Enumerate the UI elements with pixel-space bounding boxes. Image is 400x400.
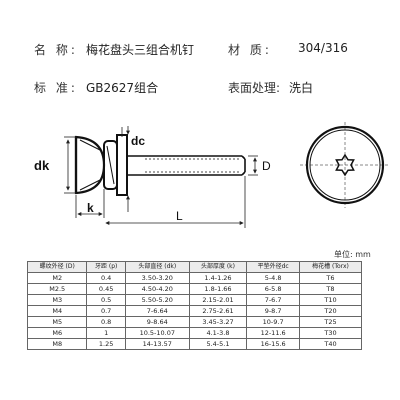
table-cell: 1: [86, 327, 126, 339]
table-cell: 4.1-3.8: [188, 327, 248, 339]
column-header: 螺纹外径 (D): [26, 261, 88, 273]
table-cell: 2.15-2.01: [188, 294, 248, 306]
table-cell: 16-15.6: [246, 338, 300, 350]
table-cell: 0.5: [86, 294, 126, 306]
table-cell: T6: [298, 272, 363, 284]
table-cell: 5.4-5.1: [188, 338, 248, 350]
table-cell: M2: [26, 272, 88, 284]
table-cell: 1.4-1.26: [188, 272, 248, 284]
head-shading-line: [79, 179, 101, 191]
spring-washer-split: [106, 145, 115, 185]
column-header: 梅花槽 (Torx): [298, 261, 363, 273]
table-cell: 0.4: [86, 272, 126, 284]
flat-washer: [116, 134, 128, 196]
table-cell: 7-6.7: [246, 294, 300, 306]
table-cell: M2.5: [26, 283, 88, 295]
info-row-name-material: 名 称: 梅花盘头三组合机钉 材 质: 304/316: [0, 41, 400, 61]
table-cell: M8: [26, 338, 88, 350]
screw-side-view: [74, 134, 246, 196]
table-cell: M6: [26, 327, 88, 339]
table-cell: M3: [26, 294, 88, 306]
table-cell: 5-4.8: [246, 272, 300, 284]
label-dk: dk: [34, 158, 50, 173]
table-cell: 2.75-2.61: [188, 305, 248, 317]
label-l: L: [176, 209, 183, 223]
table-cell: 1.25: [86, 338, 126, 350]
name-label: 名 称:: [34, 43, 78, 57]
table-cell: T40: [298, 338, 363, 350]
table-cell: 1.8-1.66: [188, 283, 248, 295]
head-shading-line: [79, 139, 101, 151]
column-header: 平垫外径dc: [246, 261, 300, 273]
column-header: 头部直径 (dk): [124, 261, 190, 273]
table-cell: 9-8.64: [124, 316, 190, 328]
unit-note: 单位: mm: [334, 250, 371, 259]
material-value: 304/316: [298, 41, 348, 55]
dimension-labels: dk dc D k L: [34, 134, 271, 223]
table-cell: T25: [298, 316, 363, 328]
table-cell: 10-9.7: [246, 316, 300, 328]
table-cell: T10: [298, 294, 363, 306]
table-cell: M4: [26, 305, 88, 317]
label-d: D: [262, 159, 271, 173]
table-cell: 9-8.7: [246, 305, 300, 317]
shank-chamfer: [241, 171, 246, 176]
screw-technical-drawing: dk dc D k L: [34, 122, 390, 228]
head-outer-circle: [305, 125, 385, 205]
standard-value: GB2627组合: [86, 81, 159, 95]
torx-recess-icon: [335, 153, 355, 177]
table-cell: 0.7: [86, 305, 126, 317]
column-header: 头部厚度 (k): [188, 261, 248, 273]
screw-top-view: [300, 122, 390, 208]
table-cell: 0.8: [86, 316, 126, 328]
table-cell: 3.50-3.20: [124, 272, 190, 284]
table-cell: 7-6.64: [124, 305, 190, 317]
table-cell: M5: [26, 316, 88, 328]
label-dc: dc: [131, 134, 145, 148]
table-cell: T8: [298, 283, 363, 295]
label-k: k: [87, 201, 94, 215]
column-header: 牙距 (p): [86, 261, 126, 273]
surface-value: 洗白: [289, 81, 314, 95]
table-cell: 0.45: [86, 283, 126, 295]
table-cell: 14-13.57: [124, 338, 190, 350]
surface-label: 表面处理:: [228, 81, 281, 95]
head-inner-circle: [309, 129, 381, 201]
info-row-standard-surface: 标 准: GB2627组合 表面处理: 洗白: [0, 79, 400, 99]
standard-label: 标 准:: [34, 81, 78, 95]
table-cell: T20: [298, 305, 363, 317]
dimension-lines: [64, 126, 258, 228]
table-cell: T30: [298, 327, 363, 339]
material-label: 材 质:: [228, 43, 272, 57]
name-value: 梅花盘头三组合机钉: [86, 43, 195, 57]
table-cell: 5.50-5.20: [124, 294, 190, 306]
table-cell: 4.50-4.20: [124, 283, 190, 295]
table-cell: 10.5-10.07: [124, 327, 190, 339]
table-cell: 6-5.8: [246, 283, 300, 295]
table-cell: 12-11.6: [246, 327, 300, 339]
table-cell: 3.45-3.27: [188, 316, 248, 328]
shank-chamfer: [241, 155, 246, 160]
